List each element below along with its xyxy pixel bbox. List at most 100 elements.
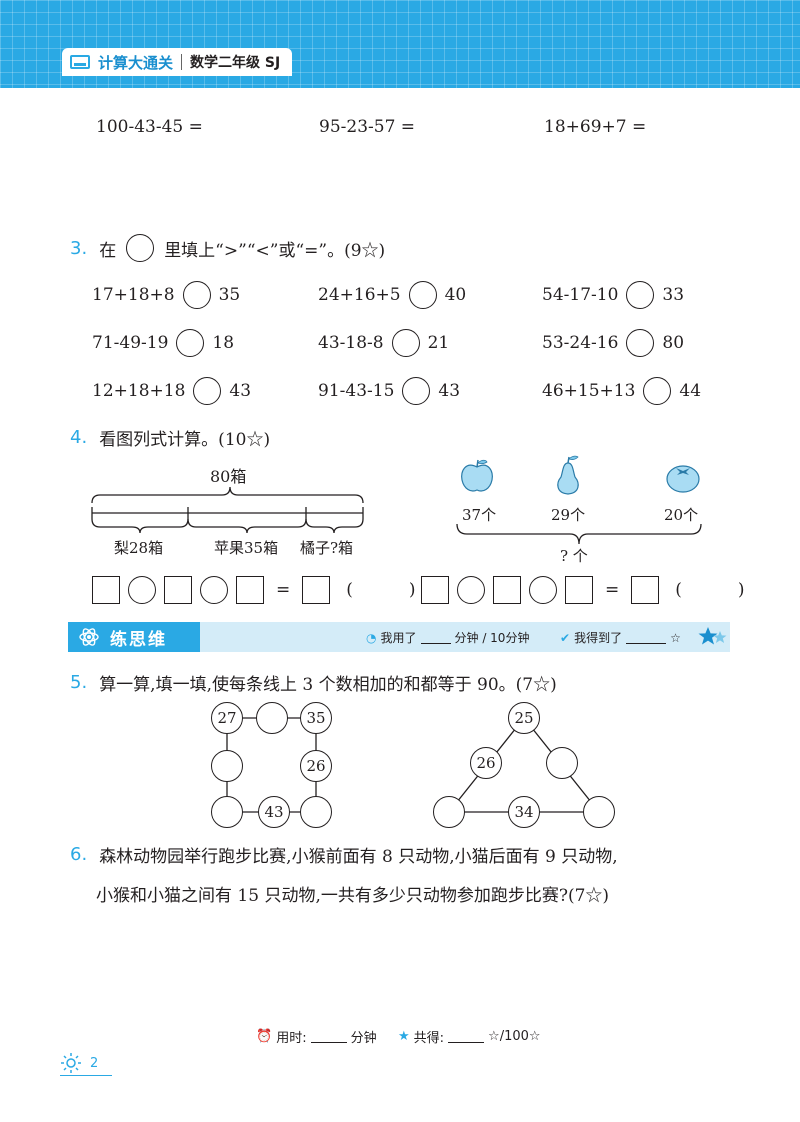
answer-circle[interactable]	[182, 281, 211, 309]
page-number-area: 2	[60, 1052, 98, 1074]
operator-circle[interactable]	[529, 576, 557, 604]
square-node-blank[interactable]	[256, 702, 288, 734]
answer-box[interactable]	[631, 576, 660, 604]
clock-icon: ◔	[366, 630, 377, 645]
q3-text-post: 里填上“>”“<”或“=”。(9☆)	[164, 240, 386, 261]
answer-box[interactable]	[565, 576, 593, 604]
q3-left: 46+15+13	[542, 381, 636, 401]
q4-number: 4.	[70, 427, 88, 448]
tomato-icon	[666, 465, 700, 493]
q6-line-1: 6. 森林动物园举行跑步比赛,小猴前面有 8 只动物,小猫后面有 9 只动物,	[70, 842, 618, 867]
page-header: 计算大通关 数学二年级 SJ	[0, 0, 800, 88]
footer-total-label: 共得:	[413, 1031, 445, 1046]
expr-top-1: 100-43-45 =	[96, 117, 203, 137]
footer-total-unit: ☆/100☆	[488, 1029, 541, 1044]
square-node-blank[interactable]	[211, 796, 243, 828]
q3-right: 33	[662, 285, 685, 305]
answer-box[interactable]	[92, 576, 120, 604]
q3-left: 53-24-16	[542, 333, 619, 353]
answer-box[interactable]	[164, 576, 192, 604]
q3-item: 12+18+18 43	[92, 377, 251, 405]
brace-diagram	[91, 486, 364, 534]
answer-circle[interactable]	[391, 329, 420, 357]
expr-top-3: 18+69+7 =	[544, 117, 647, 137]
check-circle-icon: ✔	[560, 630, 571, 645]
q3-item: 53-24-16 80	[542, 329, 684, 357]
q3-right: 80	[662, 333, 685, 353]
score-star: ☆	[670, 630, 681, 645]
triangle-node-blank[interactable]	[583, 796, 615, 828]
fruit-count-apples: 37个	[462, 506, 497, 524]
q4-instruction: 4. 看图列式计算。(10☆)	[70, 425, 270, 450]
answer-circle[interactable]	[176, 329, 205, 357]
pear-icon	[557, 455, 579, 495]
q3-right: 43	[229, 381, 252, 401]
footer-time: ⏰ 用时: 分钟	[256, 1027, 377, 1046]
footer-total-blank[interactable]	[448, 1031, 485, 1043]
q3-left: 17+18+8	[92, 285, 175, 305]
q3-right: 40	[444, 285, 467, 305]
q3-left: 71-49-19	[92, 333, 169, 353]
equals-sign: =	[605, 580, 620, 600]
star-icon: ★	[398, 1029, 410, 1044]
answer-circle[interactable]	[626, 329, 655, 357]
fruit-total-label: ? 个	[560, 547, 588, 565]
time-used: ◔ 我用了 分钟 / 10分钟	[366, 629, 529, 646]
answer-circle[interactable]	[643, 377, 672, 405]
diagram-total-label: 80箱	[210, 467, 247, 486]
atom-icon	[79, 628, 99, 646]
answer-circle[interactable]	[408, 281, 437, 309]
square-node: 26	[300, 750, 332, 782]
header-tab: 计算大通关 数学二年级 SJ	[62, 48, 293, 76]
footer-total: ★ 共得: ☆/100☆	[398, 1027, 541, 1046]
q3-left: 12+18+18	[92, 381, 186, 401]
apple-icon	[461, 459, 493, 492]
triangle-node-blank[interactable]	[433, 796, 465, 828]
unit-paren-open: (	[346, 580, 353, 600]
book-title: 计算大通关	[98, 53, 174, 72]
footer-time-unit: 分钟	[350, 1031, 377, 1046]
square-node: 43	[258, 796, 290, 828]
q3-left: 91-43-15	[318, 381, 395, 401]
section-tag: 练思维	[68, 622, 200, 652]
q5-number: 5.	[70, 672, 88, 693]
alarm-clock-icon: ⏰	[256, 1029, 273, 1044]
score-got: ✔ 我得到了 ☆	[560, 629, 681, 646]
part-label-pears: 梨28箱	[114, 539, 164, 557]
q5-instruction: 5. 算一算,填一填,使每条线上 3 个数相加的和都等于 90。(7☆)	[70, 670, 557, 695]
answer-circle[interactable]	[626, 281, 655, 309]
q5-text: 算一算,填一填,使每条线上 3 个数相加的和都等于 90。(7☆)	[99, 675, 557, 695]
laptop-icon	[70, 55, 90, 69]
unit-paren-open: (	[675, 580, 682, 600]
footer-time-blank[interactable]	[310, 1031, 347, 1043]
operator-circle[interactable]	[200, 576, 228, 604]
answer-box[interactable]	[302, 576, 331, 604]
triangle-node-blank[interactable]	[546, 747, 578, 779]
q3-right: 21	[427, 333, 450, 353]
answer-box[interactable]	[421, 576, 449, 604]
answer-box[interactable]	[493, 576, 521, 604]
q3-left: 24+16+5	[318, 285, 401, 305]
divider	[181, 54, 183, 70]
q3-item: 24+16+5 40	[318, 281, 466, 309]
square-node: 35	[300, 702, 332, 734]
total-brace	[456, 523, 702, 545]
fruit-count-tomatoes: 20个	[664, 506, 699, 524]
stars-icon	[698, 627, 727, 645]
square-node-blank[interactable]	[211, 750, 243, 782]
answer-box[interactable]	[236, 576, 264, 604]
answer-circle[interactable]	[193, 377, 222, 405]
score-label: 我得到了	[574, 631, 623, 645]
answer-circle[interactable]	[402, 377, 431, 405]
time-used-blank[interactable]	[420, 632, 451, 644]
score-blank[interactable]	[626, 632, 667, 644]
q6-text-1: 森林动物园举行跑步比赛,小猴前面有 8 只动物,小猫后面有 9 只动物,	[99, 847, 618, 867]
operator-circle[interactable]	[457, 576, 485, 604]
square-node: 27	[211, 702, 243, 734]
operator-circle[interactable]	[128, 576, 156, 604]
footer-rule	[60, 1075, 112, 1076]
q3-number: 3.	[70, 237, 88, 259]
square-node-blank[interactable]	[300, 796, 332, 828]
